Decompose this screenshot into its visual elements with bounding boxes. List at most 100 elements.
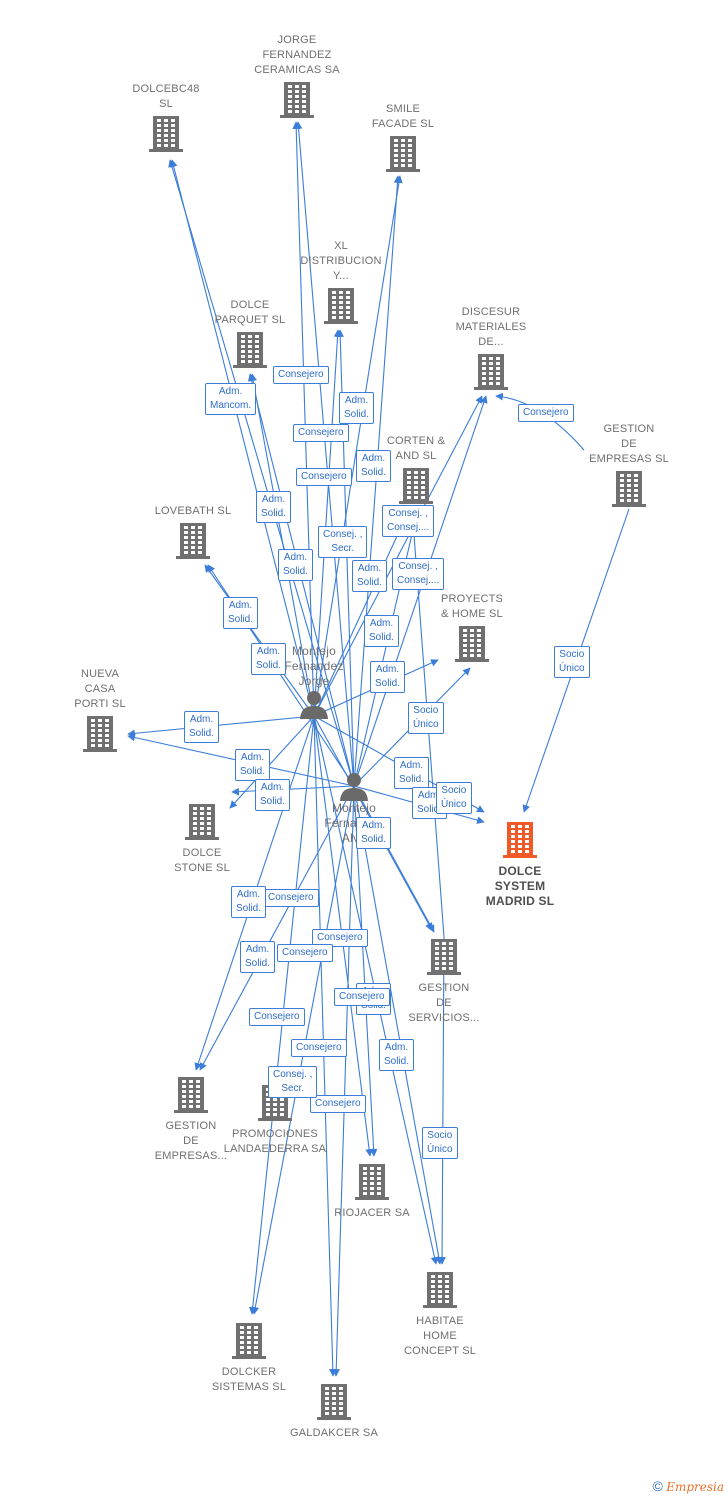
company-node-riojacer[interactable]: RIOJACER SA <box>317 1164 427 1221</box>
building-icon[interactable] <box>574 471 684 507</box>
company-node-dolcker[interactable]: DOLCKER SISTEMAS SL <box>194 1323 304 1395</box>
relation-label[interactable]: Adm. Solid. <box>352 560 388 592</box>
company-node-xl[interactable]: XL DISTRIBUCION Y... <box>286 239 396 324</box>
relation-label[interactable]: Consejero <box>312 929 368 947</box>
relation-label[interactable]: Adm. Solid. <box>240 941 276 973</box>
relation-label[interactable]: Adm. Solid. <box>235 749 271 781</box>
company-node-corten[interactable]: CORTEN & AND SL <box>361 434 471 504</box>
relation-label[interactable]: Adm. Solid. <box>394 757 430 789</box>
relation-label[interactable]: Adm. Solid. <box>223 597 259 629</box>
building-icon[interactable] <box>45 716 155 752</box>
company-node-nueva[interactable]: NUEVA CASA PORTI SL <box>45 667 155 752</box>
company-node-galdakcer[interactable]: GALDAKCER SA <box>279 1384 389 1441</box>
company-node-gestion_empresas_l[interactable]: GESTION DE EMPRESAS... <box>136 1077 246 1164</box>
footer-brand[interactable]: © Empresia <box>653 1478 724 1494</box>
relation-label[interactable]: Adm. Solid. <box>256 491 292 523</box>
company-node-gestion_empresas_r[interactable]: GESTION DE EMPRESAS SL <box>574 422 684 507</box>
relation-label[interactable]: Consej. , Secr. <box>318 526 368 558</box>
building-icon[interactable] <box>194 1323 304 1359</box>
relation-label[interactable]: Adm. Solid. <box>379 1039 415 1071</box>
relation-label[interactable]: Adm. Solid. <box>364 615 400 647</box>
relation-label[interactable]: Consejero <box>310 1095 366 1113</box>
building-icon[interactable] <box>465 822 575 858</box>
building-icon[interactable] <box>348 136 458 172</box>
company-label: GALDAKCER SA <box>290 1427 378 1439</box>
relation-label[interactable]: Adm. Solid. <box>339 392 375 424</box>
company-label: SMILE FACADE SL <box>371 103 435 130</box>
relation-label[interactable]: Consej. , Consej.... <box>382 505 435 537</box>
building-icon[interactable] <box>361 468 471 504</box>
relation-label[interactable]: Adm. Solid. <box>231 886 267 918</box>
person-node-p1[interactable]: Montejo Fernandez Jorge <box>259 644 369 719</box>
building-icon[interactable] <box>317 1164 427 1200</box>
edge-p1-dolce_stone <box>229 715 315 809</box>
company-node-smile[interactable]: SMILE FACADE SL <box>348 102 458 172</box>
company-node-dolcebc48[interactable]: DOLCEBC48 SL <box>111 82 221 152</box>
relation-label[interactable]: Adm. Solid. <box>356 817 392 849</box>
relation-label[interactable]: Adm. Solid. <box>184 711 220 743</box>
relation-label[interactable]: Consejero <box>334 988 390 1006</box>
edge-p1-corten <box>313 507 411 717</box>
company-label: GESTION DE EMPRESAS... <box>154 1120 228 1162</box>
relation-label[interactable]: Consejero <box>273 366 329 384</box>
company-node-parquet[interactable]: DOLCE PARQUET SL <box>195 298 305 368</box>
relation-label[interactable]: Socio Único <box>436 782 472 814</box>
building-icon[interactable] <box>436 354 546 390</box>
relation-label[interactable]: Consej. , Secr. <box>268 1066 318 1098</box>
person-node-p2[interactable]: Montejo Fernandez Alva <box>299 771 409 846</box>
person-icon[interactable] <box>299 771 409 801</box>
company-label: JORGE FERNANDEZ CERAMICAS SA <box>254 34 340 76</box>
relation-label[interactable]: Adm. Solid. <box>278 549 314 581</box>
company-label: PROMOCIONES LANDAEDERRA SA <box>223 1128 327 1155</box>
company-node-dolce_stone[interactable]: DOLCE STONE SL <box>147 804 257 876</box>
company-label: DOLCKER SISTEMAS SL <box>211 1366 287 1393</box>
building-icon[interactable] <box>136 1077 246 1113</box>
relation-label[interactable]: Consej. , Consej.... <box>392 558 445 590</box>
relation-label[interactable]: Socio Único <box>422 1127 458 1159</box>
relation-label[interactable]: Consejero <box>296 468 352 486</box>
building-icon[interactable] <box>138 523 248 559</box>
company-node-main[interactable]: DOLCE SYSTEM MADRID SL <box>465 822 575 909</box>
building-icon[interactable] <box>385 1272 495 1308</box>
edge-p1-dolcebc48 <box>169 159 315 717</box>
company-node-lovebath[interactable]: LOVEBATH SL <box>138 504 248 559</box>
relation-label[interactable]: Adm. Mancom. <box>205 383 257 415</box>
relation-label[interactable]: Adm. Solid. <box>251 643 287 675</box>
relation-label[interactable]: Consejero <box>249 1008 305 1026</box>
building-icon[interactable] <box>286 288 396 324</box>
relation-label[interactable]: Consejero <box>518 404 574 422</box>
building-icon[interactable] <box>417 626 527 662</box>
relation-label[interactable]: Adm. Solid. <box>255 779 291 811</box>
edge-p2-discesur <box>353 395 488 787</box>
company-label: PROYECTS & HOME SL <box>440 593 504 620</box>
edge-p2-gestion_empresas_l <box>199 785 355 1071</box>
edge-p1-discesur <box>313 395 483 717</box>
company-node-proyects[interactable]: PROYECTS & HOME SL <box>417 592 527 662</box>
company-node-jorge[interactable]: JORGE FERNANDEZ CERAMICAS SA <box>242 33 352 118</box>
edge-p2-habitae <box>353 785 443 1265</box>
relation-label[interactable]: Socio Único <box>554 646 590 678</box>
building-icon[interactable] <box>195 332 305 368</box>
copyright-symbol: © <box>652 1478 663 1494</box>
edge-p2-corten <box>353 507 421 787</box>
building-icon[interactable] <box>279 1384 389 1420</box>
relation-label[interactable]: Adm. Solid. <box>356 450 392 482</box>
company-node-discesur[interactable]: DISCESUR MATERIALES DE... <box>436 305 546 390</box>
relation-label[interactable]: Consejero <box>263 889 319 907</box>
relation-label[interactable]: Socio Único <box>408 702 444 734</box>
relation-label[interactable]: Consejero <box>277 944 333 962</box>
edge-p2-galdakcer <box>332 785 355 1377</box>
company-label: CORTEN & AND SL <box>386 435 446 462</box>
building-icon[interactable] <box>389 939 499 975</box>
company-node-servicios[interactable]: GESTION DE SERVICIOS... <box>389 939 499 1026</box>
relation-label[interactable]: Consejero <box>291 1039 347 1057</box>
company-node-habitae[interactable]: HABITAE HOME CONCEPT SL <box>385 1272 495 1359</box>
edge-p1-lovebath <box>204 564 315 717</box>
relation-label[interactable]: Adm. Solid. <box>370 661 406 693</box>
building-icon[interactable] <box>147 804 257 840</box>
building-icon[interactable] <box>111 116 221 152</box>
building-icon[interactable] <box>242 82 352 118</box>
relation-label[interactable]: Consejero <box>293 424 349 442</box>
person-icon[interactable] <box>259 689 369 719</box>
